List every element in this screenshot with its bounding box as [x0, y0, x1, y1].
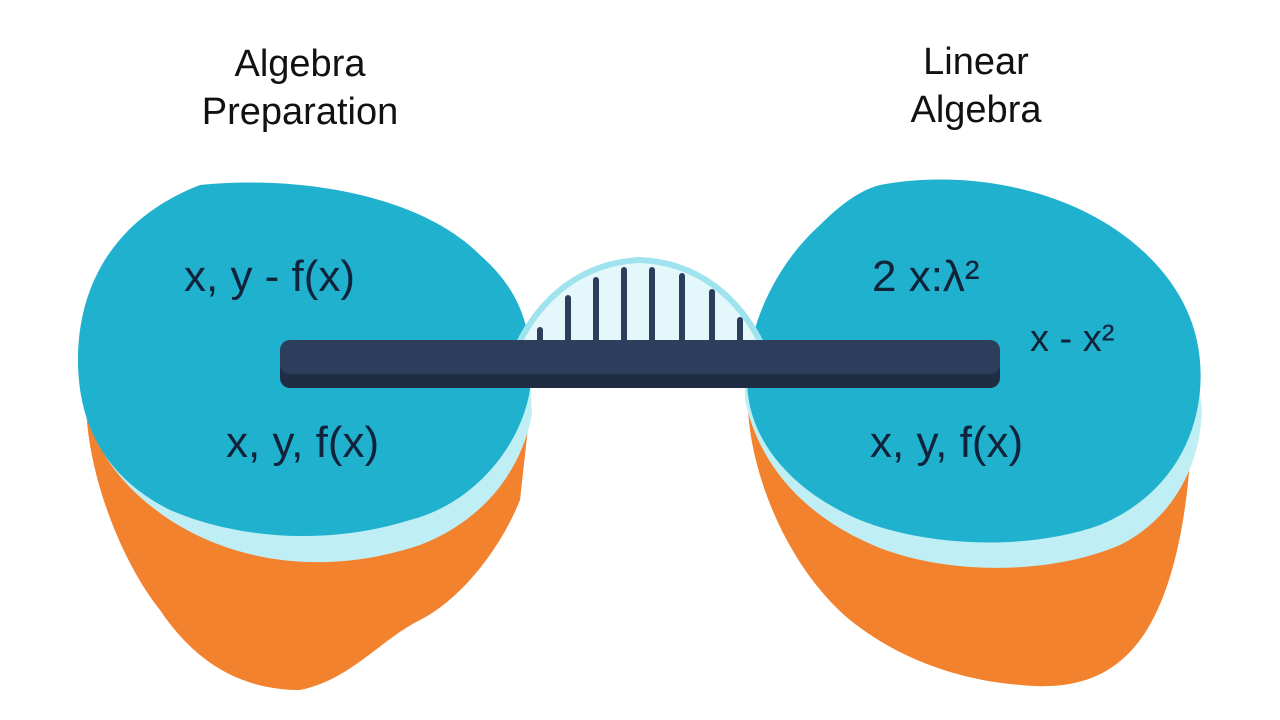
left-title-line2: Preparation — [201, 91, 399, 133]
left-title-line1: Algebra — [234, 43, 366, 85]
left-expression-bottom: x, y, f(x) — [226, 418, 380, 467]
right-expression-bottom: x, y, f(x) — [870, 418, 1024, 467]
right-island-title: Linear Algebra — [826, 38, 1126, 134]
right-expression-top: 2 x:λ² — [872, 252, 980, 301]
right-expression-side: x - x² — [1030, 318, 1115, 360]
left-island-title: Algebra Preparation — [150, 40, 450, 136]
left-expression-top: x, y - f(x) — [184, 252, 356, 301]
bridge-arch — [507, 256, 773, 361]
bridge-deck — [280, 340, 1000, 374]
right-title-line1: Linear — [923, 41, 1029, 83]
right-title-line2: Algebra — [910, 89, 1042, 131]
